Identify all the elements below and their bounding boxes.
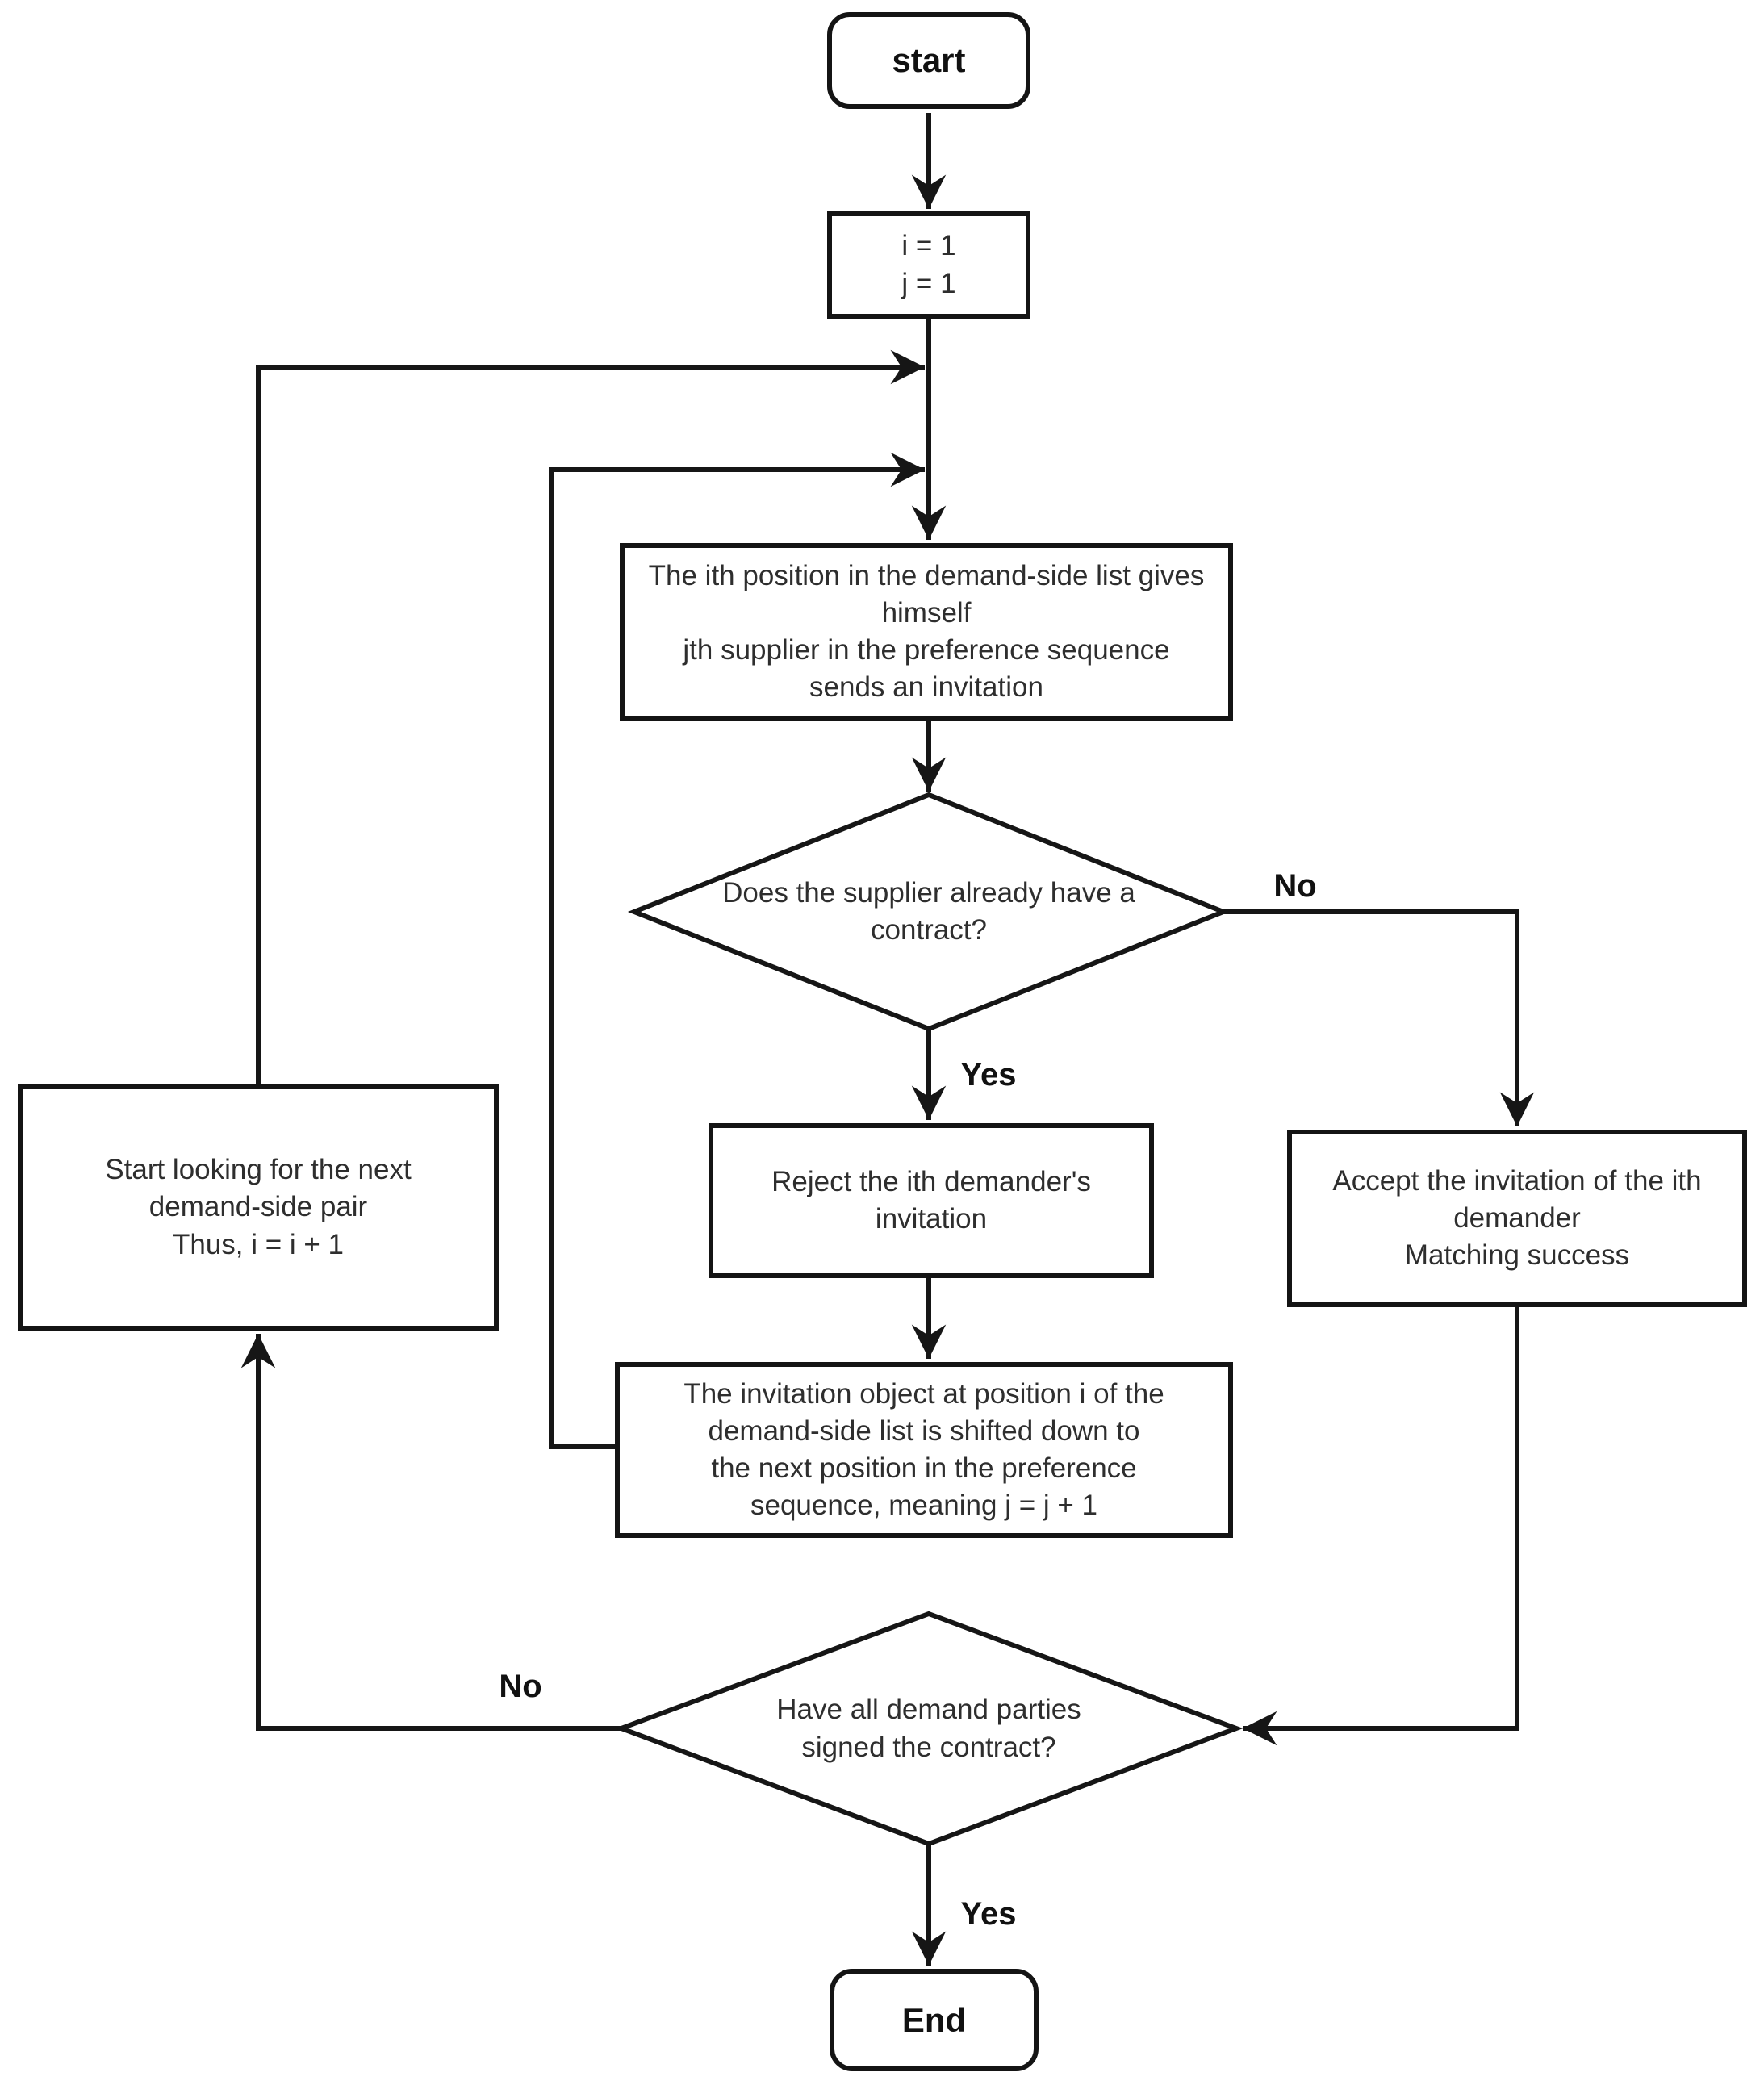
accept-process: Accept the invitation of the ith demande… (1287, 1130, 1747, 1307)
end-node: End (830, 1969, 1039, 2071)
edge-next-pair-loop-to-main (256, 349, 925, 1084)
shift-preference-process: The invitation object at position i of t… (615, 1362, 1233, 1538)
accept-line: Accept the invitation of the ith (1332, 1164, 1702, 1197)
has-contract-line: Does the supplier already have a (722, 876, 1135, 909)
reject-process: Reject the ith demander's invitation (709, 1123, 1154, 1278)
has-contract-yes-label: Yes (960, 1056, 1017, 1093)
all-signed-line: signed the contract? (801, 1731, 1056, 1763)
next-pair-line: Thus, i = i + 1 (172, 1228, 345, 1260)
all-signed-label: Have all demand parties signed the contr… (687, 1658, 1171, 1799)
edge-shift-loop-to-main (549, 452, 925, 1449)
next-pair-line: demand-side pair (148, 1191, 368, 1223)
all-signed-decision (614, 1611, 1244, 1847)
init-line: i = 1 (901, 230, 956, 262)
start-label: start (892, 41, 966, 80)
next-pair-line: Start looking for the next (105, 1154, 412, 1186)
send-invitation-line: himself (881, 596, 972, 629)
shift-preference-line: sequence, meaning j = j + 1 (750, 1490, 1097, 1522)
edge-all-signed-no-to-next-pair (240, 1334, 621, 1731)
send-invitation-line: jth supplier in the preference sequence (683, 634, 1170, 666)
has-contract-label: Does the supplier already have a contrac… (687, 839, 1171, 984)
accept-line: demander (1453, 1201, 1581, 1234)
send-invitation-line: The ith position in the demand-side list… (648, 559, 1205, 591)
all-signed-no-label: No (499, 1668, 542, 1704)
shift-preference-line: the next position in the preference (711, 1452, 1137, 1484)
init-line: j = 1 (901, 267, 956, 299)
end-label: End (901, 2000, 967, 2039)
all-signed-yes-label: Yes (960, 1895, 1017, 1932)
has-contract-no-label: No (1273, 867, 1317, 904)
start-node: start (827, 12, 1030, 109)
has-contract-decision (627, 792, 1231, 1032)
send-invitation-line: sends an invitation (809, 671, 1043, 704)
accept-line: Matching success (1404, 1239, 1630, 1272)
has-contract-line: contract? (871, 914, 987, 946)
next-pair-process: Start looking for the next demand-side p… (18, 1084, 499, 1331)
reject-line: Reject the ith demander's (771, 1165, 1091, 1197)
send-invitation-process: The ith position in the demand-side list… (620, 543, 1233, 721)
edge-has-contract-no-to-accept (1223, 909, 1535, 1126)
shift-preference-line: demand-side list is shifted down to (708, 1414, 1140, 1447)
all-signed-line: Have all demand parties (776, 1694, 1081, 1726)
edge-accept-to-all-signed (1243, 1307, 1519, 1746)
init-process: i = 1 j = 1 (827, 211, 1030, 319)
shift-preference-line: The invitation object at position i of t… (683, 1377, 1164, 1410)
reject-line: invitation (875, 1203, 988, 1235)
